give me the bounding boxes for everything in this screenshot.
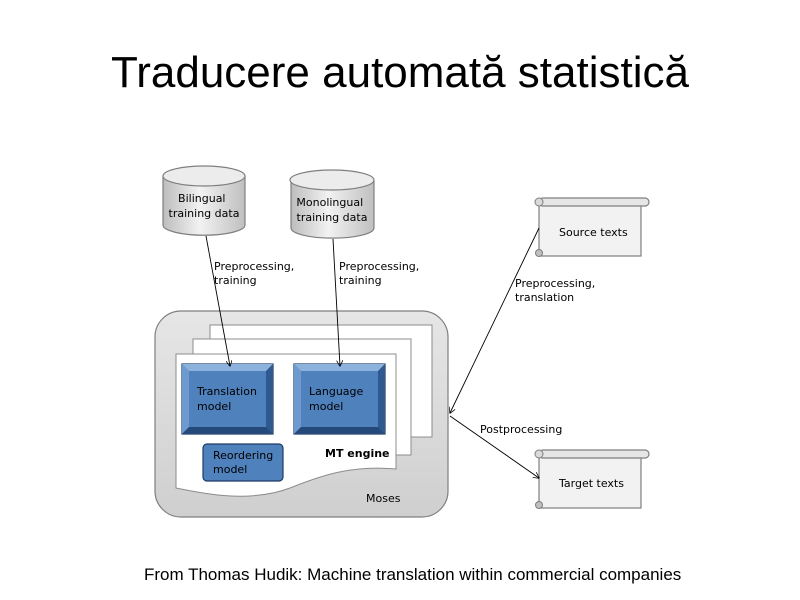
monolingual-data-label: Monolingual training data: [296, 193, 367, 224]
edge-source-label: Preprocessing, translation: [515, 274, 600, 304]
translation-model-label: Translation model: [196, 382, 261, 413]
edge-monolingual-to-language: [332, 238, 340, 366]
bilingual-data-cylinder: Bilingual training data: [162, 165, 246, 236]
bilingual-data-label: Bilingual training data: [169, 189, 240, 220]
edge-bilingual-to-translation: [205, 235, 230, 366]
moses-label: Moses: [366, 492, 401, 505]
reordering-model-box: Reordering model: [202, 443, 284, 482]
edge-moses-to-target: [449, 415, 539, 478]
target-texts-label: Target texts: [558, 477, 624, 490]
translation-model-box: Translation model: [181, 363, 274, 435]
language-model-box: Language model: [293, 363, 386, 435]
edge-target-label: Postprocessing: [480, 423, 562, 436]
target-texts-scroll: Target texts: [534, 449, 650, 509]
source-caption: From Thomas Hudik: Machine translation w…: [144, 565, 682, 584]
mt-engine-label: MT engine: [325, 447, 390, 460]
reordering-model-label: Reordering model: [213, 446, 278, 476]
language-model-label: Language model: [309, 382, 368, 413]
monolingual-data-cylinder: Monolingual training data: [289, 169, 375, 239]
source-texts-label: Source texts: [559, 226, 628, 239]
source-texts-scroll: Source texts: [534, 197, 650, 257]
edge-monolingual-label: Preprocessing, training: [339, 257, 424, 287]
edge-source-to-moses: [450, 227, 540, 413]
slide-title: Traducere automată statistică: [111, 48, 689, 97]
edge-bilingual-label: Preprocessing, training: [214, 257, 299, 287]
